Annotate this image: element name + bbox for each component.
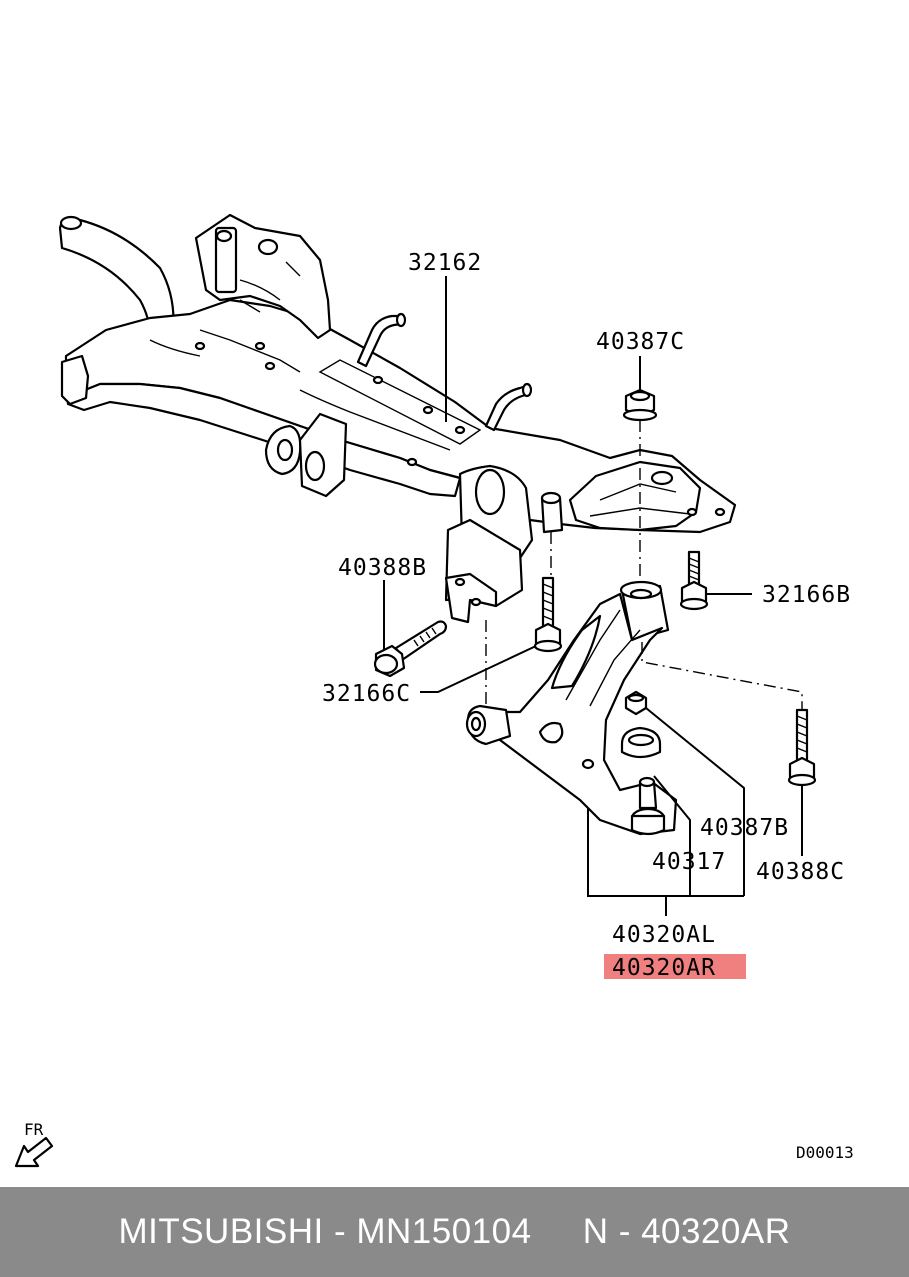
part-number-footer: MITSUBISHI - MN150104 N - 40320AR bbox=[0, 1187, 909, 1277]
label-32166b[interactable]: 32166B bbox=[762, 582, 851, 608]
bolt-32166b bbox=[679, 550, 709, 611]
exploded-parts-diagram: 32162 40387C 40388B 32166B 32166C 40387B… bbox=[14, 213, 854, 1168]
front-subframe bbox=[58, 213, 737, 624]
bolt-40388c bbox=[787, 708, 817, 787]
drawing-code: D00013 bbox=[796, 1143, 854, 1162]
highlight-40320ar bbox=[604, 954, 746, 979]
leader-lines bbox=[383, 276, 803, 916]
label-40320ar[interactable]: 40320AR bbox=[612, 955, 716, 981]
label-40388b[interactable]: 40388B bbox=[338, 555, 427, 581]
label-32162[interactable]: 32162 bbox=[408, 250, 482, 276]
front-direction-arrow-icon bbox=[14, 1136, 54, 1168]
assembly-lines bbox=[485, 420, 803, 710]
label-40387c[interactable]: 40387C bbox=[596, 329, 685, 355]
bushing-and-nut-40387b bbox=[620, 690, 662, 759]
lower-control-arm bbox=[465, 580, 678, 836]
bolt-32166c bbox=[533, 576, 563, 653]
label-40387b[interactable]: 40387B bbox=[700, 815, 789, 841]
label-40317[interactable]: 40317 bbox=[652, 849, 726, 875]
footer-part-number-text: MITSUBISHI - MN150104 N - 40320AR bbox=[118, 1212, 791, 1251]
label-32166c[interactable]: 32166C bbox=[322, 681, 411, 707]
bolt-40388b bbox=[373, 620, 448, 678]
flange-nut-upper bbox=[622, 388, 658, 422]
label-40388c[interactable]: 40388C bbox=[756, 859, 845, 885]
label-40320al[interactable]: 40320AL bbox=[612, 922, 716, 948]
front-marker-label: FR bbox=[24, 1120, 44, 1139]
